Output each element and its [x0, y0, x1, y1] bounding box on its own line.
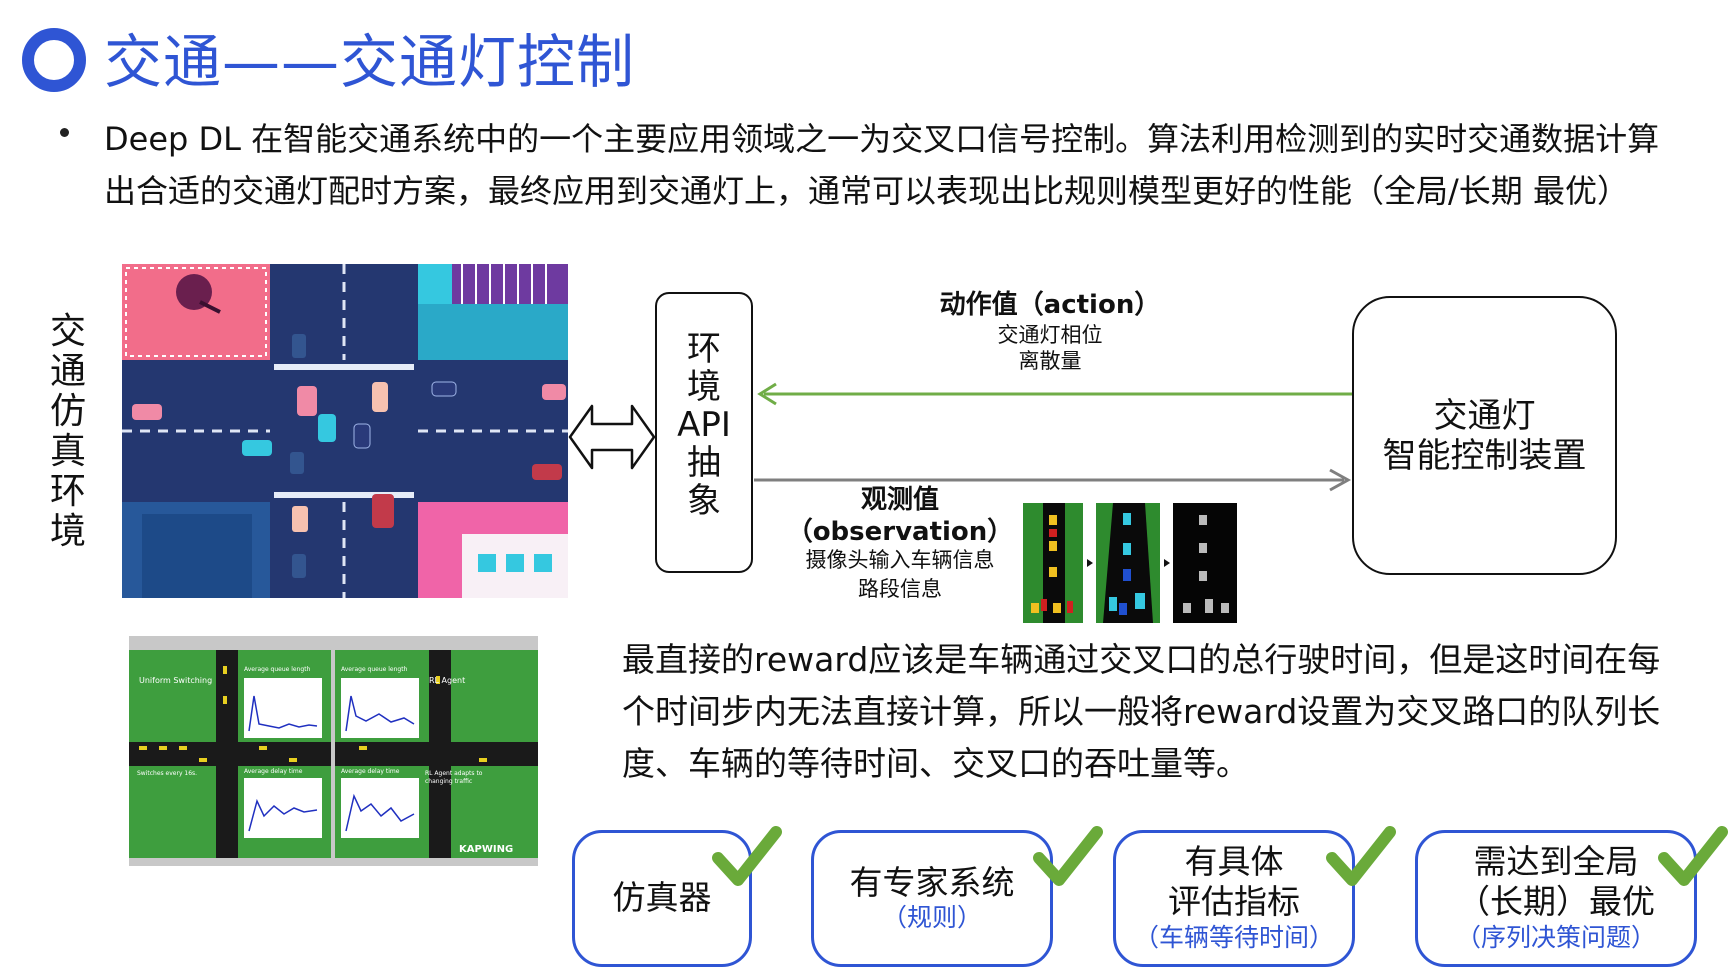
simulation-screenshot: Uniform Switching RL Agent Switches ever… [129, 636, 538, 866]
api-char: API [677, 405, 731, 445]
api-box-label: 环 境 API 抽 象 [655, 330, 753, 520]
api-char: 境 [687, 367, 721, 407]
card-metrics-line-1: 有具体 [1184, 842, 1284, 881]
controller-box [1352, 296, 1617, 575]
card-simulator-label: 仿真器 [612, 878, 712, 917]
sim-plot-2-title: Average queue length [341, 666, 408, 673]
sim-plot-1-title: Average queue length [244, 666, 311, 673]
api-char: 抽 [687, 443, 721, 483]
side-label-char: 真 [49, 431, 86, 472]
api-char: 环 [687, 329, 721, 369]
bullet-icon [60, 128, 69, 137]
api-char: 象 [687, 481, 721, 521]
sim-plot-3-title: Average delay time [244, 768, 303, 775]
observation-line-2: 路段信息 [858, 577, 942, 601]
intro-line-2: 出合适的交通灯配时方案，最终应用到交通灯上，通常可以表现出比规则模型更好的性能（… [104, 172, 1629, 210]
side-label-char: 环 [49, 471, 86, 512]
card-global-optimum-line-1: 需达到全局 [1473, 842, 1639, 881]
observation-title: 观测值 [860, 485, 939, 515]
sim-plot-4-title: Average delay time [341, 768, 400, 775]
reward-line-3: 度、车辆的等待时间、交叉口的吞吐量等。 [622, 744, 1249, 783]
card-expert-system-sub: （规则） [881, 903, 982, 932]
action-line-2: 离散量 [1018, 349, 1082, 373]
observation-frames-image [1023, 503, 1237, 623]
side-label-char: 交 [49, 311, 86, 352]
double-arrow-icon [568, 404, 656, 470]
sim-watermark: KAPWING [459, 844, 514, 855]
controller-line-2: 智能控制装置 [1382, 436, 1587, 476]
check-icon [1033, 826, 1103, 886]
side-label: 交 通 仿 真 环 境 [48, 312, 88, 552]
sim-left-label: Uniform Switching [139, 676, 213, 685]
check-icon [712, 826, 782, 886]
sim-right-sub: RL Agent adapts to changing traffic [425, 770, 483, 785]
controller-line-1: 交通灯 [1433, 396, 1536, 436]
card-global-optimum-sub: （序列决策问题） [1455, 923, 1656, 952]
card-simulator [572, 830, 752, 967]
side-label-char: 境 [49, 511, 86, 552]
side-label-char: 通 [49, 351, 86, 392]
check-icon [1658, 826, 1728, 886]
reward-line-2: 个时间步内无法直接计算，所以一般将reward设置为交叉路口的队列长 [622, 692, 1661, 731]
intro-line-1: Deep DL 在智能交通系统中的一个主要应用领域之一为交叉口信号控制。算法利用… [104, 120, 1660, 158]
card-expert-system-label: 有专家系统 [849, 863, 1015, 902]
reward-line-1: 最直接的reward应该是车辆通过交叉口的总行驶时间，但是这时间在每 [622, 640, 1661, 679]
card-global-optimum-line-2: （长期）最优 [1457, 882, 1655, 921]
check-icon [1326, 826, 1396, 886]
card-metrics-line-2: 评估指标 [1168, 882, 1300, 921]
card-global-optimum [1415, 830, 1697, 967]
action-line-1: 交通灯相位 [997, 323, 1103, 347]
card-expert-system [811, 830, 1053, 967]
observation-line-1: 摄像头输入车辆信息 [805, 548, 995, 572]
observation-arrowhead-icon [1329, 468, 1352, 492]
traffic-illustration [122, 264, 568, 598]
page-title: 交通——交通灯控制 [104, 28, 636, 96]
title-ring-icon [22, 28, 86, 92]
arrows-layer [754, 382, 1354, 492]
card-metrics [1113, 830, 1355, 967]
sim-right-label: RL Agent [429, 676, 466, 685]
api-box [655, 292, 753, 573]
observation-subtitle: （observation） [786, 517, 1014, 547]
card-metrics-sub: （车辆等待时间） [1133, 923, 1334, 952]
action-title: 动作值（action） [939, 290, 1161, 320]
action-arrowhead-icon [757, 382, 777, 406]
sim-left-sub: Switches every 16s. [137, 770, 198, 777]
side-label-char: 仿 [49, 391, 86, 432]
